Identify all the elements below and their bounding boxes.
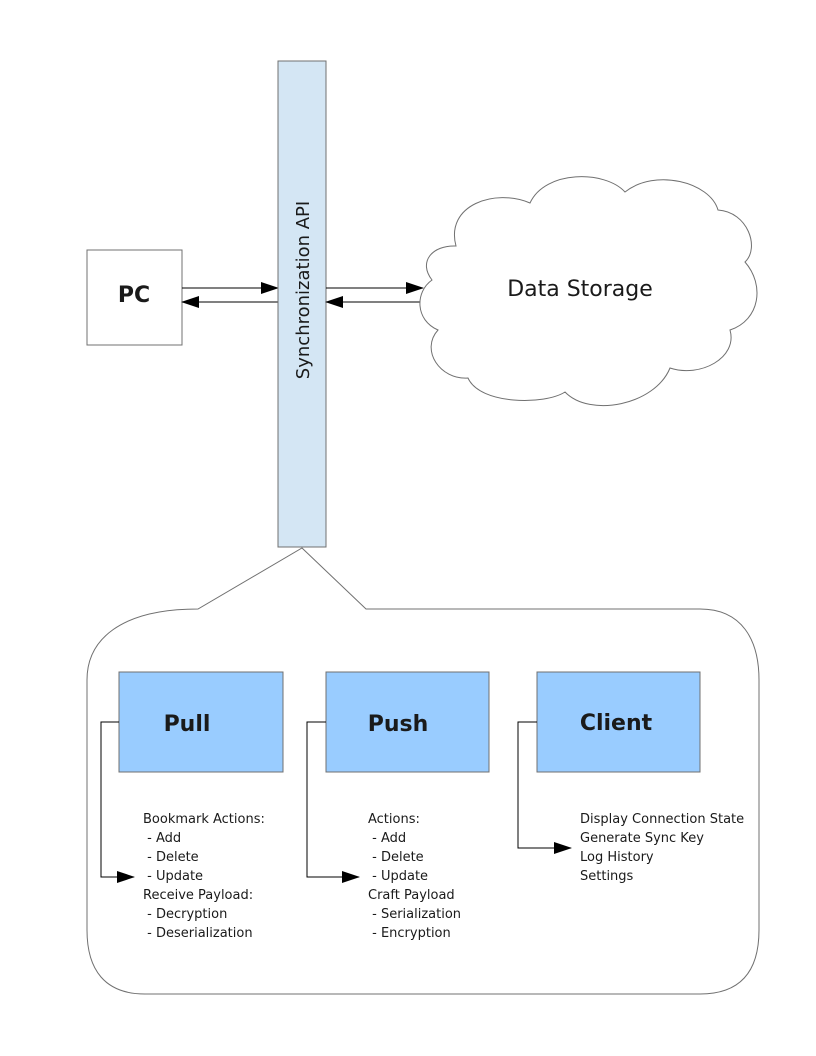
- list-item: Settings: [580, 869, 634, 884]
- client-connector-arrow: [517, 721, 572, 854]
- module-push-title: Push: [368, 712, 429, 737]
- data-storage-label: Data Storage: [507, 277, 653, 302]
- list-item: - Add: [143, 831, 182, 846]
- list-item: - Encryption: [368, 926, 451, 941]
- list-item: Actions:: [368, 812, 420, 827]
- module-client-title: Client: [580, 711, 653, 736]
- list-item: Display Connection State: [580, 812, 745, 827]
- module-push: Push: [325, 671, 490, 773]
- pc-label: PC: [118, 283, 150, 308]
- list-item: - Deserialization: [143, 926, 253, 941]
- list-item: Generate Sync Key: [580, 831, 704, 846]
- sync-api-node: Synchronization API: [277, 60, 327, 548]
- pc-node: PC: [86, 249, 183, 346]
- sync-api-label: Synchronization API: [293, 201, 314, 379]
- module-pull: Pull: [118, 671, 284, 773]
- list-item: Receive Payload:: [143, 888, 254, 903]
- list-item: Bookmark Actions:: [143, 812, 265, 827]
- pull-connector-arrow: [100, 721, 135, 883]
- list-item: Craft Payload: [368, 888, 455, 903]
- list-item: - Add: [368, 831, 407, 846]
- list-item: - Delete: [143, 850, 199, 865]
- list-item: - Update: [143, 869, 204, 884]
- module-pull-title: Pull: [164, 712, 211, 737]
- list-item: Log History: [580, 850, 654, 865]
- list-item: - Delete: [368, 850, 424, 865]
- list-item: - Decryption: [143, 907, 228, 922]
- data-storage-cloud: Data Storage: [419, 176, 758, 407]
- module-client: Client: [536, 671, 701, 773]
- list-item: - Serialization: [368, 907, 462, 922]
- push-connector-arrow: [306, 721, 360, 883]
- list-item: - Update: [368, 869, 429, 884]
- pull-details-list: Bookmark Actions: - Add - Delete - Updat…: [143, 810, 265, 943]
